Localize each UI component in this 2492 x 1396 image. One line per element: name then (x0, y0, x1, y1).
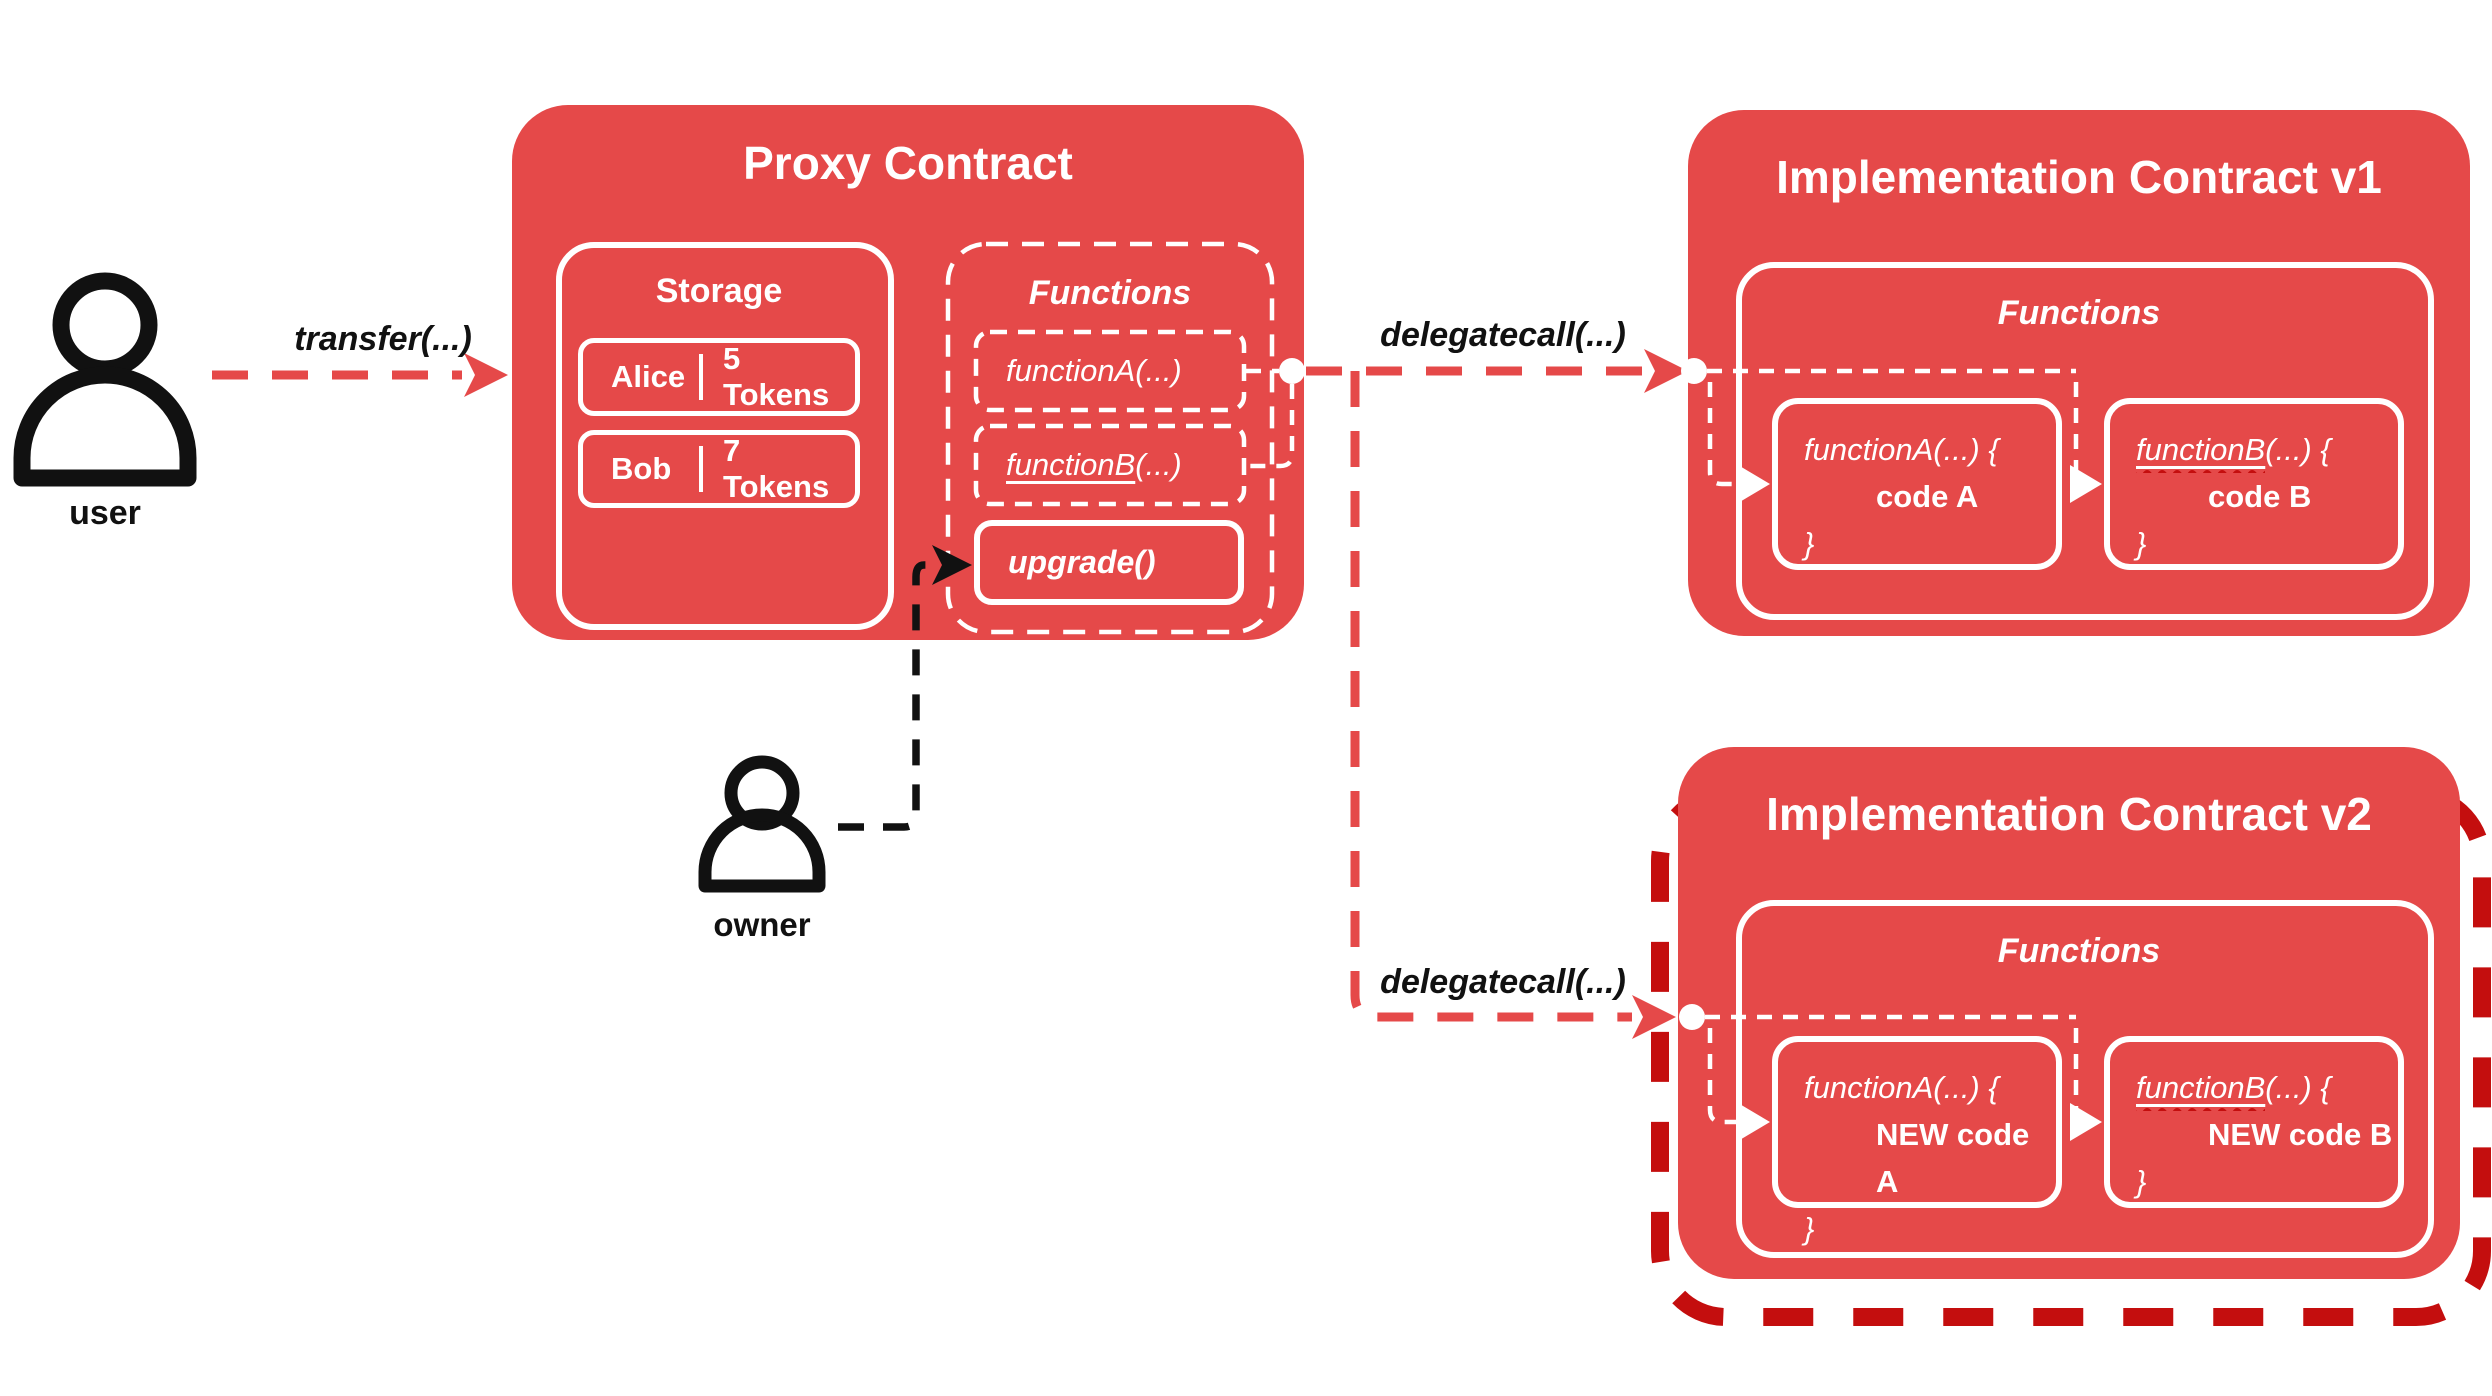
impl-v1-function-a: functionA(...) { code A } (1772, 398, 2062, 570)
storage-row-value: 5 Tokens (722, 341, 830, 412)
proxy-contract-title: Proxy Contract (743, 137, 1073, 189)
storage-row-name: Alice (611, 359, 686, 394)
delegatecall-v2-arrow (1350, 371, 1676, 1039)
storage-row-name: Bob (611, 451, 672, 486)
storage-row-value: 7 Tokens (722, 433, 830, 504)
proxy-function-a: functionA(...) (1006, 353, 1182, 388)
impl-v2-function-b: functionB(...) { NEW code B } (2104, 1036, 2404, 1208)
storage-title: Storage (655, 272, 783, 310)
proxy-upgrade-function: upgrade() (974, 520, 1244, 605)
transfer-arrow (212, 353, 508, 397)
impl-v1-functions-title: Functions (1997, 294, 2161, 332)
storage-row-divider (698, 354, 703, 400)
user-icon (13, 272, 197, 487)
impl-v2-title: Implementation Contract v2 (1766, 788, 2372, 840)
storage-box (556, 242, 894, 630)
impl-v2-function-a: functionA(...) { NEW code A } (1772, 1036, 2062, 1246)
delegatecall-v2-label: delegatecall(...) (1380, 963, 1626, 1001)
storage-row-alice: Alice 5 Tokens (578, 338, 860, 416)
storage-row-divider (698, 446, 703, 492)
owner-icon (698, 755, 826, 893)
impl-v2-functions-title: Functions (1997, 932, 2161, 970)
functionB-name-squiggle: functionB (1006, 447, 1136, 483)
impl-v1-functions-box (1736, 262, 2434, 620)
transfer-arrowhead (464, 353, 508, 397)
owner-label: owner (713, 906, 811, 943)
proxy-function-b: functionB(...) (976, 426, 1244, 504)
delegatecall-v1-label: delegatecall(...) (1380, 316, 1626, 354)
user-label: user (69, 494, 141, 532)
delegatecall-v1-arrow (1306, 349, 1688, 393)
impl-v1-title: Implementation Contract v1 (1776, 151, 2382, 203)
transfer-call-label: transfer(...) (294, 320, 472, 358)
impl-v1-function-b: functionB(...) { code B } (2104, 398, 2404, 570)
storage-row-bob: Bob 7 Tokens (578, 430, 860, 508)
proxy-functions-title: Functions (1028, 274, 1192, 312)
